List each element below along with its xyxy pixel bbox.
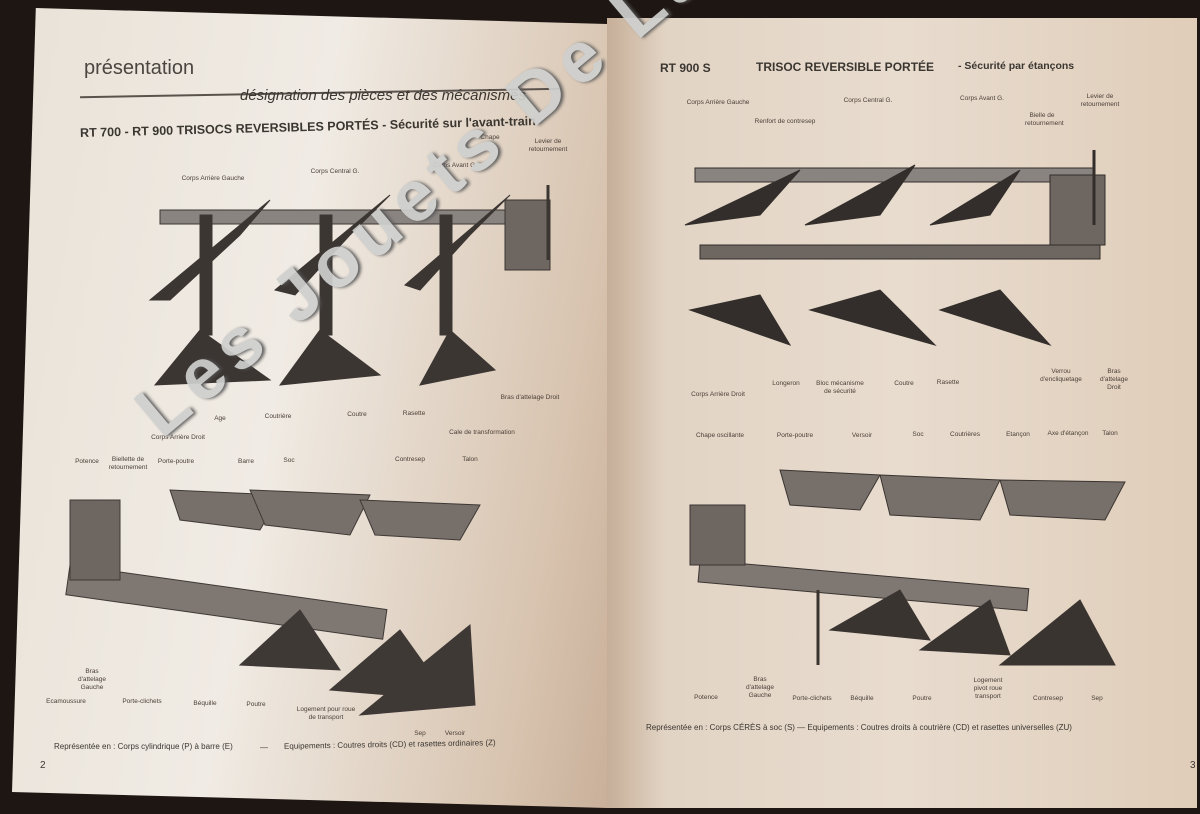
page-number: 3	[1190, 760, 1196, 771]
plow-rt900s-bottom	[689, 469, 1126, 666]
left-page	[12, 8, 607, 808]
label: Etançon	[1006, 431, 1030, 438]
label: Béquille	[850, 695, 874, 702]
label: Corps Central G.	[310, 168, 360, 175]
right-subtitle: - Sécurité par étançons	[958, 60, 1075, 72]
label: Coutre	[894, 380, 914, 387]
label: Versoir	[444, 730, 466, 737]
label: Coutrière	[264, 413, 292, 420]
label: Cale de transformation	[449, 429, 515, 436]
label: Chape oscillante	[695, 432, 745, 439]
label: Corps Avant G.	[960, 95, 1004, 102]
model-name: RT 900 S	[660, 61, 711, 75]
plow-rt700-top	[148, 185, 551, 386]
label: Versoir	[851, 432, 873, 439]
label: Bielle de retournement	[1025, 112, 1064, 128]
label: Barre	[238, 458, 254, 465]
section-title: présentation	[84, 57, 195, 79]
label: Corps Arrière Gauche	[686, 99, 750, 106]
label: Bras d'attelage Droit	[500, 394, 560, 401]
label: Axe d'étançon	[1047, 430, 1089, 437]
label: Levier de retournement	[528, 138, 568, 154]
label: Chape	[480, 134, 500, 141]
label: Contresep	[1033, 695, 1063, 702]
label: Potence	[75, 458, 99, 465]
right-caption: Représentée en : Corps CÉRÈS à soc (S) —…	[646, 723, 1072, 732]
label: Corps Arrière Gauche	[181, 175, 245, 182]
label: Verrou d'encliquetage	[1040, 368, 1082, 384]
right-title: TRISOC REVERSIBLE PORTÉE	[756, 60, 935, 74]
label: Age	[214, 415, 226, 422]
label: Ecamoussure	[46, 698, 86, 705]
label: Logement pour roue de transport	[296, 706, 356, 722]
label: Porte-clichets	[792, 695, 832, 702]
label: Coutre	[347, 411, 367, 418]
label: Rasette	[936, 379, 960, 386]
label: Talon	[462, 456, 478, 463]
label: Logement pivot roue transport	[973, 677, 1003, 701]
label: Bloc mécanisme de sécurité	[816, 380, 864, 396]
label: Sep	[414, 730, 426, 737]
page-subtitle: désignation des pièces et des mécanismes	[240, 87, 526, 104]
label: Porte-poutre	[157, 458, 195, 465]
label: Corps Avant G.	[433, 162, 477, 169]
label: Corps Arrière Droit	[691, 391, 745, 398]
label: Porte-clichets	[122, 698, 162, 705]
label: Longeron	[772, 380, 800, 387]
label: Biellette de retournement	[108, 456, 148, 472]
label: Corps Central G.	[843, 97, 893, 104]
page-number: 2	[40, 760, 46, 771]
label: Bras d'attelage Droit	[1100, 368, 1128, 392]
label: Poutre	[246, 701, 266, 708]
label: Soc	[912, 431, 924, 438]
caption-dash: —	[260, 743, 268, 752]
plow-rt900s-top	[684, 150, 1106, 347]
label: Sep	[1091, 695, 1103, 702]
label: Poutre	[912, 695, 932, 702]
label: Bras d'attelage Gauche	[78, 668, 106, 692]
label: Talon	[1102, 430, 1118, 437]
label: Contresep	[395, 456, 425, 463]
caption-representation: Représentée en : Corps cylindrique (P) à…	[54, 742, 233, 751]
label: Potence	[694, 694, 718, 701]
label: Renfort de contresep	[754, 118, 816, 125]
label: Soc	[283, 457, 295, 464]
label: Coutrières	[950, 431, 980, 438]
label: Béquille	[193, 700, 217, 707]
right-page	[607, 18, 1197, 808]
label: Corps Arrière Droit	[151, 434, 205, 441]
label: Bras d'attelage Gauche	[746, 676, 774, 700]
label: Porte-poutre	[776, 432, 814, 439]
label: Rasette	[402, 410, 426, 417]
label: Levier de retournement	[1080, 93, 1120, 109]
plow-rt700-bottom	[65, 489, 481, 716]
